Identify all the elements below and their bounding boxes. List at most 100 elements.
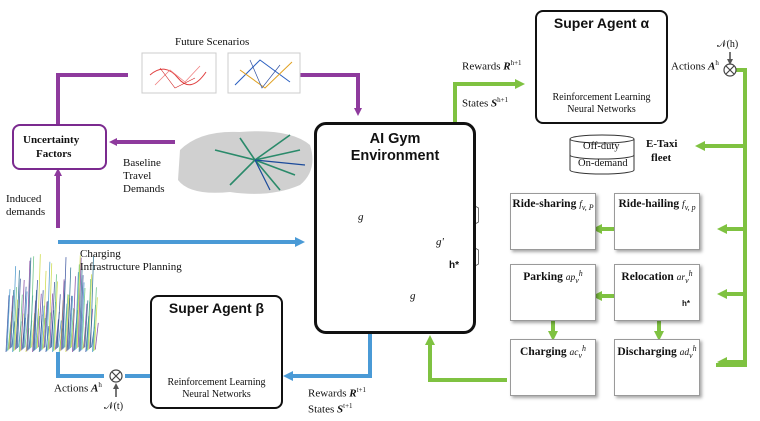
demand-bar <box>79 275 84 352</box>
beta-rewards-sup: t+1 <box>356 386 366 394</box>
demand-bar <box>60 279 65 351</box>
relocation-sub: v <box>685 276 689 286</box>
beta-actions-sup: h <box>98 381 102 389</box>
card-ride-hailing-title: Ride-hailing fv, p <box>615 198 699 212</box>
alpha-noise-label: 𝒩(h) <box>717 39 739 50</box>
demand-bar <box>64 294 69 348</box>
alpha-rewards-label: Rewards Rh+1 <box>462 57 522 74</box>
demand-bar <box>5 295 10 353</box>
baseline-demand-map <box>178 131 313 194</box>
card-parking-title: Parking apvh <box>511 269 595 285</box>
demand-bar <box>72 276 76 353</box>
demand-bar <box>46 261 51 352</box>
beta-rewards-sym: R <box>349 387 357 400</box>
demand-bar <box>77 257 82 348</box>
demand-bar <box>43 301 48 349</box>
beta-states-label: States St+1 <box>308 400 353 417</box>
demand-bar <box>36 254 41 349</box>
parking-title: Parking <box>523 271 563 284</box>
ride-sharing-sym: f <box>579 200 582 210</box>
beta-noise-label: 𝒩(t) <box>104 401 124 412</box>
charging-infra-line2: Infrastructure Planning <box>80 261 182 273</box>
demand-bar <box>56 294 61 349</box>
demand-bar <box>40 305 45 351</box>
super-agent-alpha-box: Super Agent α Reinforcement Learning Neu… <box>535 10 668 124</box>
demand-bar <box>54 281 58 351</box>
demand-bar <box>18 294 23 353</box>
beta-states-sym: S <box>337 403 344 416</box>
green-flow <box>425 68 747 382</box>
beta-rewards-text: Rewards <box>308 387 347 400</box>
ride-sharing-sub: v, P <box>581 202 594 212</box>
discharging-sym: ad <box>679 348 690 359</box>
fleet-on-demand: On-demand <box>578 158 628 169</box>
demand-bar <box>81 287 86 350</box>
beta-states-text: States <box>308 403 335 416</box>
demand-bar <box>70 308 74 349</box>
demand-bar <box>12 266 17 353</box>
demand-bar <box>83 303 88 349</box>
demand-bar <box>68 295 73 350</box>
ride-hailing-sub: v, p <box>684 202 696 212</box>
charging-sub: v <box>578 351 583 361</box>
alpha-states-text: States <box>462 97 489 110</box>
noise-sum-icon <box>109 369 123 397</box>
gym-title-line2: Environment <box>350 148 440 164</box>
demand-bar <box>37 293 42 348</box>
alpha-rewards-text: Rewards <box>462 60 501 73</box>
uncertainty-line2: Factors <box>36 148 72 160</box>
demand-bar <box>93 297 98 351</box>
parking-sign-letter: P <box>562 292 570 304</box>
database-icon <box>569 134 635 175</box>
ride-sharing-title: Ride-sharing <box>512 198 577 210</box>
demand-bar <box>93 287 97 352</box>
baseline-line3: Demands <box>123 183 165 195</box>
beta-subtitle-2: Neural Networks <box>182 389 251 400</box>
ride-hailing-title: Ride-hailing <box>618 198 680 210</box>
alpha-states-label: States Sh+1 <box>462 94 508 111</box>
demand-bar <box>35 308 39 350</box>
card-charging: Charging acvh <box>510 339 596 396</box>
beta-actions-text: Actions <box>54 382 89 395</box>
demand-bar <box>34 279 38 351</box>
blue-flow <box>56 237 372 381</box>
relocation-sym: ar <box>676 273 686 284</box>
demand-bar <box>39 290 44 352</box>
noise-sum-icon <box>723 52 737 77</box>
demand-bar <box>75 264 80 349</box>
parking-sub: v <box>575 276 579 286</box>
demand-bar <box>22 286 27 349</box>
uncertainty-factors-box: Uncertainty Factors <box>12 124 107 170</box>
card-ride-hailing: Ride-hailing fv, p <box>614 193 700 250</box>
demand-bar <box>17 278 21 349</box>
alpha-subtitle-2: Neural Networks <box>567 104 636 115</box>
demand-bar <box>24 313 29 348</box>
gym-badge-label: h* <box>449 260 459 271</box>
demand-bar <box>26 260 31 352</box>
demand-bar <box>13 286 17 352</box>
card-discharging-title: Discharging advh <box>615 344 699 360</box>
demand-bar <box>6 289 11 352</box>
discharging-title: Discharging <box>617 346 677 359</box>
demand-bar <box>14 299 18 351</box>
parking-sym: ap <box>565 273 576 284</box>
demand-bar <box>53 274 57 352</box>
demand-bar <box>10 290 15 349</box>
card-relocation-title: Relocation arvh <box>615 269 699 285</box>
demand-bar <box>57 320 62 348</box>
beta-title: Super Agent β <box>168 300 265 316</box>
demand-bar <box>63 303 68 349</box>
future-scenarios-label: Future Scenarios <box>175 36 250 48</box>
beta-actions-sym: A <box>90 382 99 395</box>
baseline-line1: Baseline <box>123 157 161 169</box>
demand-bar <box>16 270 20 349</box>
alpha-rewards-sym: R <box>503 60 511 73</box>
future-scenario-map-2 <box>227 52 301 94</box>
card-discharging: Discharging advh <box>614 339 700 396</box>
demand-bar <box>9 295 14 349</box>
beta-states-sup: t+1 <box>343 402 353 410</box>
demand-bar <box>62 257 67 349</box>
demand-bar <box>23 291 28 349</box>
gym-g2-label: g <box>410 290 416 302</box>
alpha-states-sym: S <box>491 97 498 110</box>
